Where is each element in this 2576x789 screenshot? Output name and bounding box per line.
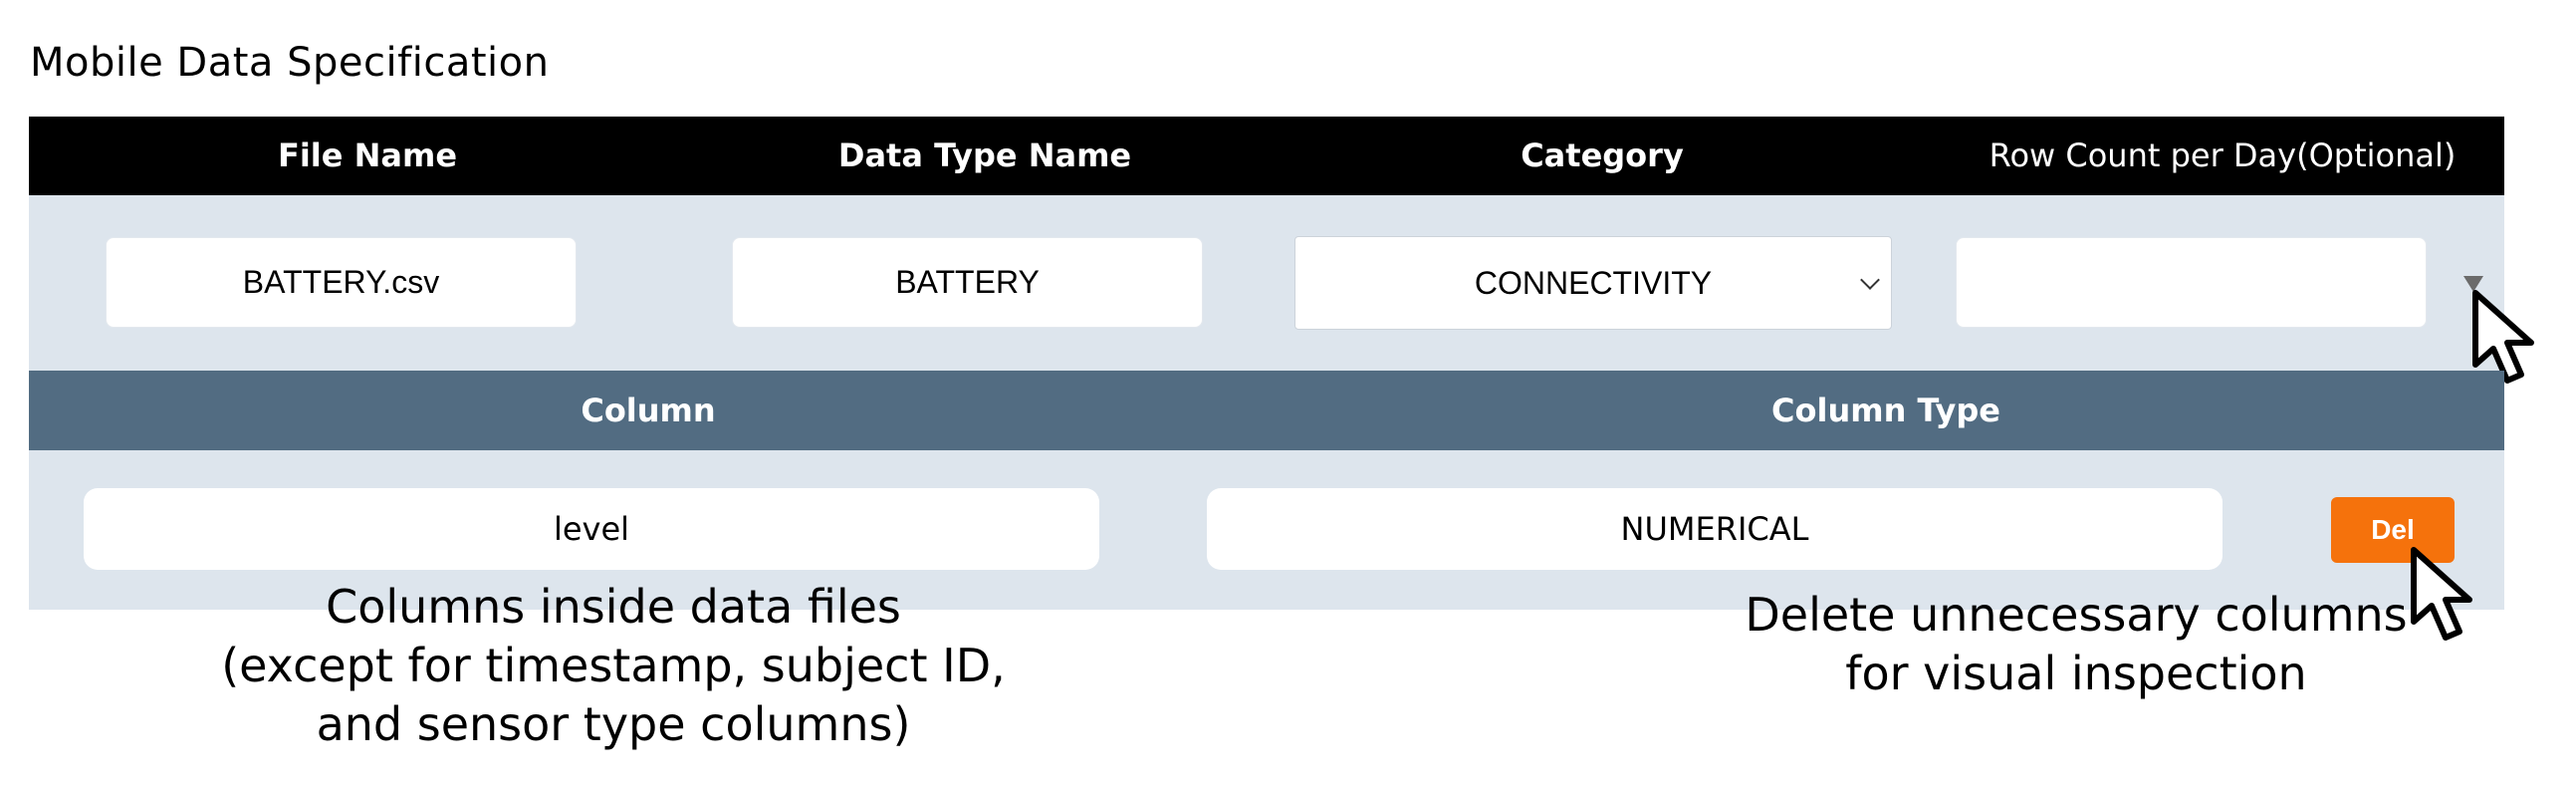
header-column-type: Column Type <box>1771 392 2000 429</box>
row-count-input[interactable] <box>1956 237 2427 328</box>
triangle-down-icon[interactable] <box>2463 276 2483 292</box>
header-column: Column <box>581 392 716 429</box>
spec-table-header: File Name Data Type Name Category Row Co… <box>29 117 2504 195</box>
column-table-body: level NUMERICAL <box>29 450 2504 610</box>
delete-column-button[interactable]: Del <box>2331 497 2455 563</box>
column-type-input[interactable]: NUMERICAL <box>1207 488 2223 570</box>
column-name-input[interactable]: level <box>84 488 1099 570</box>
annotation-line: Columns inside data files <box>326 580 901 634</box>
header-data-type-name: Data Type Name <box>837 136 1132 174</box>
file-name-input[interactable]: BATTERY.csv <box>106 237 577 328</box>
chevron-down-icon <box>1860 270 1880 290</box>
arrow-cursor-icon <box>2411 547 2472 641</box>
annotation-line: and sensor type columns) <box>316 697 911 751</box>
header-category: Category <box>1521 136 1684 174</box>
spec-table-body: BATTERY.csv BATTERY CONNECTIVITY <box>29 195 2504 371</box>
annotation-line: for visual inspection <box>1845 647 2307 700</box>
column-table-header: Column Column Type <box>29 371 2504 450</box>
annotation-line: Delete unnecessary columns <box>1745 588 2408 642</box>
columns-annotation: Columns inside data files (except for ti… <box>139 578 1087 754</box>
delete-annotation: Delete unnecessary columns for visual in… <box>1723 586 2430 703</box>
header-file-name: File Name <box>277 136 458 174</box>
category-select[interactable]: CONNECTIVITY <box>1294 236 1892 330</box>
arrow-cursor-icon <box>2472 290 2534 384</box>
annotation-line: (except for timestamp, subject ID, <box>221 639 1006 692</box>
header-row-count: Row Count per Day(Optional) <box>1989 136 2457 174</box>
data-type-name-input[interactable]: BATTERY <box>732 237 1203 328</box>
page-title: Mobile Data Specification <box>30 40 550 86</box>
category-select-value: CONNECTIVITY <box>1474 264 1713 301</box>
